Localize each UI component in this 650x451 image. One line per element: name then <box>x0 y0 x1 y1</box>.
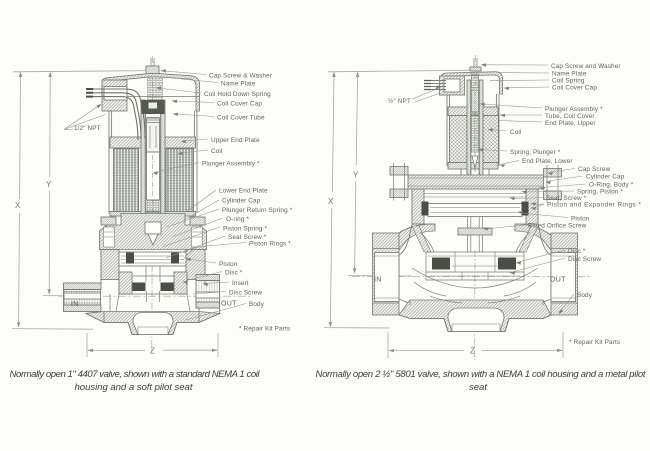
svg-text:IN: IN <box>374 277 382 284</box>
svg-text:* Repair Kit Parts: * Repair Kit Parts <box>569 339 620 346</box>
svg-text:Coil Spring: Coil Spring <box>552 78 585 85</box>
svg-text:Cylinder Cap: Cylinder Cap <box>222 198 261 205</box>
svg-text:Piston: Piston <box>219 261 238 268</box>
svg-text:Normally open 2 ½" 5801 valve,: Normally open 2 ½" 5801 valve, shown wit… <box>316 369 646 380</box>
svg-text:End Plate, Lower: End Plate, Lower <box>522 158 573 165</box>
svg-text:Piston Spring *: Piston Spring * <box>223 226 267 233</box>
svg-text:Tube, Coil Cover: Tube, Coil Cover <box>545 113 595 120</box>
svg-text:End Plate, Upper: End Plate, Upper <box>545 120 596 127</box>
svg-text:Plunger Assembly *: Plunger Assembly * <box>545 106 603 113</box>
svg-text:X: X <box>328 197 334 206</box>
svg-text:Bleed Orifice Screw: Bleed Orifice Screw <box>528 223 587 230</box>
svg-text:1/2" NPT: 1/2" NPT <box>74 125 101 132</box>
svg-text:seat: seat <box>469 382 487 393</box>
svg-text:O-ring *: O-ring * <box>226 216 249 223</box>
svg-text:Spring, Plunger *: Spring, Plunger * <box>510 149 561 156</box>
svg-text:Disc *: Disc * <box>568 248 586 255</box>
svg-text:OUT: OUT <box>550 277 566 284</box>
svg-text:Z: Z <box>150 347 155 356</box>
svg-text:Body: Body <box>249 301 265 308</box>
svg-text:Cap Screw & Washer: Cap Screw & Washer <box>209 73 273 80</box>
svg-text:Name Plate: Name Plate <box>221 81 256 88</box>
svg-text:* Repair Kit Parts: * Repair Kit Parts <box>239 326 290 333</box>
svg-text:Cylinder Cap: Cylinder Cap <box>586 174 625 181</box>
svg-text:Coil Cover Tube: Coil Cover Tube <box>217 115 265 122</box>
svg-text:½" NPT: ½" NPT <box>388 97 411 105</box>
svg-text:Lower End Plate: Lower End Plate <box>219 188 268 195</box>
svg-text:Cap Screw: Cap Screw <box>578 166 611 173</box>
svg-text:Plunger Return Spring *: Plunger Return Spring * <box>222 207 293 214</box>
svg-text:Body: Body <box>577 292 593 299</box>
svg-text:Piston Rings *: Piston Rings * <box>249 241 291 248</box>
svg-text:Cap Screw and Washer: Cap Screw and Washer <box>551 63 621 70</box>
svg-text:Z: Z <box>470 347 475 356</box>
svg-text:Coil: Coil <box>510 129 522 136</box>
svg-text:Upper End Plate: Upper End Plate <box>211 137 260 144</box>
svg-text:IN: IN <box>71 301 79 308</box>
svg-text:Piston: Piston <box>571 216 590 223</box>
svg-text:Piston and Expander Rings *: Piston and Expander Rings * <box>547 202 641 209</box>
svg-text:Y: Y <box>353 171 359 180</box>
svg-text:Disc Screw: Disc Screw <box>568 256 601 263</box>
svg-text:Spring, Piston *: Spring, Piston * <box>577 189 623 196</box>
svg-text:Disc Screw: Disc Screw <box>229 290 262 297</box>
svg-text:OUT: OUT <box>221 301 237 308</box>
svg-text:Insert: Insert <box>232 280 249 287</box>
svg-text:Y: Y <box>46 180 52 189</box>
svg-text:X: X <box>15 201 21 210</box>
svg-text:Plunger Assembly *: Plunger Assembly * <box>202 161 260 168</box>
svg-text:Name Plate: Name Plate <box>552 71 587 78</box>
svg-text:Coil: Coil <box>211 148 223 155</box>
svg-text:Disc *: Disc * <box>225 270 243 277</box>
svg-text:housing and a soft pilot seat: housing and a soft pilot seat <box>75 382 193 393</box>
svg-text:Seat, Screw *: Seat, Screw * <box>546 195 587 202</box>
svg-text:Coil Cover Cap: Coil Cover Cap <box>217 101 262 108</box>
svg-text:Coil Hold Down Spring: Coil Hold Down Spring <box>204 91 271 98</box>
svg-text:Coil Cover Cap: Coil Cover Cap <box>552 85 597 92</box>
svg-text:Normally open 1" 4407 valve, s: Normally open 1" 4407 valve, shown with … <box>10 369 261 380</box>
svg-text:Seat Screw *: Seat Screw * <box>228 234 267 241</box>
svg-text:O-Ring, Body *: O-Ring, Body * <box>589 182 634 189</box>
